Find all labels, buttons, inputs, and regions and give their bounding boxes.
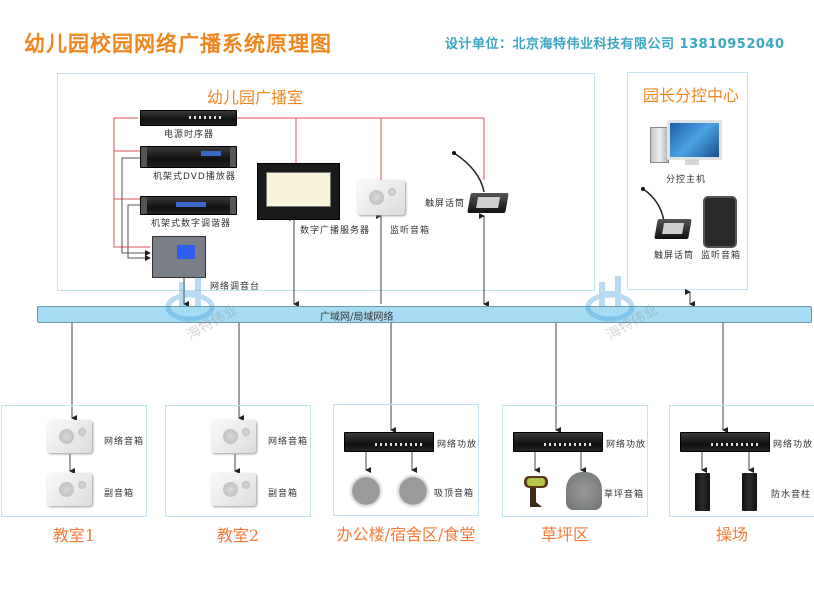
- monitor-speaker-device: [357, 180, 405, 215]
- network-label: 广域网/局域网络: [320, 312, 394, 323]
- zone3-title: 办公楼/宿舍区/食堂: [336, 525, 476, 544]
- waterproof-column-speaker-device: [742, 473, 757, 511]
- network-bar: [37, 306, 812, 323]
- zone5-device1-label: 网络功放: [773, 440, 814, 450]
- control-touch-mic-label: 触屏话筒: [654, 251, 695, 261]
- power-lines: [113, 117, 485, 248]
- network-amplifier-device: [513, 432, 603, 452]
- control-monitor-speaker-device: [703, 196, 737, 248]
- touch-mic-label: 触屏话筒: [425, 199, 466, 209]
- sub-speaker-device: [47, 473, 92, 506]
- broadcast-room-box: [57, 73, 595, 291]
- digital-server-label: 数字广播服务器: [300, 226, 371, 236]
- zone5-device2-label: 防水音柱: [771, 490, 812, 500]
- sub-speaker-device: [211, 473, 256, 506]
- zone-box-playground: [669, 405, 814, 517]
- network-amplifier-device: [680, 432, 770, 452]
- lawn-rock-speaker-device: [566, 472, 602, 510]
- control-center-title: 园长分控中心: [643, 86, 740, 105]
- network-mixer-label: 网络调音台: [210, 282, 261, 292]
- designer-info: 设计单位：北京海特伟业科技有限公司 13810952040: [445, 37, 785, 52]
- power-sequencer-label: 电源时序器: [164, 130, 215, 140]
- zone4-device1-label: 网络功放: [606, 440, 647, 450]
- zone1-device1-label: 网络音箱: [104, 437, 145, 447]
- waterproof-column-speaker-device: [695, 473, 710, 511]
- control-touch-mic-icon: [641, 187, 665, 222]
- control-monitor-speaker-label: 监听音箱: [701, 251, 742, 261]
- network-speaker-device: [211, 420, 256, 453]
- tuner-device: [140, 196, 237, 215]
- zone-box-lawn: [502, 405, 648, 517]
- zone2-device1-label: 网络音箱: [268, 437, 309, 447]
- zone-box-classroom1: [1, 405, 147, 517]
- lawn-sign-speaker-icon: [524, 476, 548, 507]
- network-speaker-device: [47, 420, 92, 453]
- power-sequencer-device: [140, 110, 237, 126]
- ceiling-speaker-device: [396, 474, 430, 508]
- pc-stand: [685, 159, 699, 165]
- network-mixer-device: [152, 236, 206, 278]
- ceiling-speaker-device: [349, 474, 383, 508]
- control-touch-mic-base: [654, 219, 692, 239]
- zone3-device2-label: 吸顶音箱: [434, 489, 475, 499]
- zone-box-classroom2: [165, 405, 311, 517]
- diagram-title: 幼儿园校园网络广播系统原理图: [24, 32, 332, 56]
- tuner-label: 机架式数字调谐器: [151, 219, 232, 229]
- zone3-device1-label: 网络功放: [437, 440, 478, 450]
- touch-mic-icon: [452, 151, 485, 193]
- zone-box-office: [333, 404, 479, 516]
- zone2-device2-label: 副音箱: [268, 489, 299, 499]
- zone4-device2-label: 草坪音箱: [604, 490, 645, 500]
- dvd-player-label: 机架式DVD播放器: [153, 172, 236, 182]
- zone1-device2-label: 副音箱: [104, 489, 135, 499]
- broadcast-room-title: 幼儿园广播室: [207, 88, 304, 107]
- control-host-label: 分控主机: [666, 175, 707, 185]
- pc-monitor-icon: [667, 120, 722, 160]
- zone4-title: 草坪区: [540, 525, 589, 544]
- zone5-title: 操场: [715, 525, 748, 544]
- dvd-player-device: [140, 146, 237, 168]
- network-amplifier-device: [344, 432, 434, 452]
- digital-server-device: [257, 163, 340, 220]
- zone1-title: 教室1: [52, 526, 96, 545]
- monitor-speaker-label: 监听音箱: [390, 226, 431, 236]
- zone2-title: 教室2: [216, 526, 260, 545]
- touch-mic-base: [467, 193, 509, 213]
